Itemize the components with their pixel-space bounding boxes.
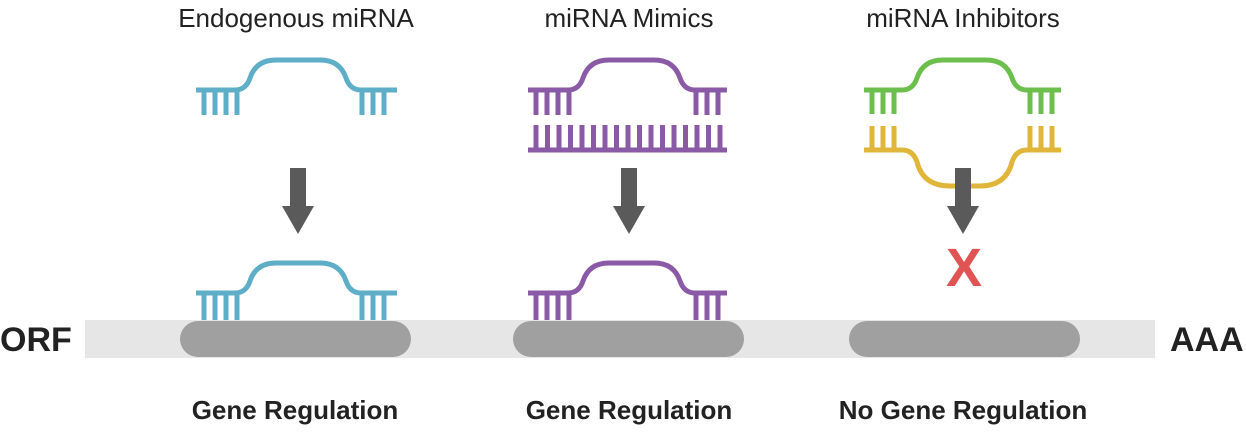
arrow-mimics bbox=[613, 168, 645, 234]
orf-label: ORF bbox=[0, 321, 72, 359]
arrow-endogenous bbox=[282, 168, 314, 234]
title-endogenous: Endogenous miRNA bbox=[178, 3, 414, 33]
mimic-mirna-bound bbox=[528, 260, 727, 320]
mimic-passenger-teeth bbox=[533, 125, 723, 150]
endogenous-mirna-bound bbox=[196, 260, 397, 320]
mimic-guide-strand bbox=[528, 57, 727, 115]
arrow-inhibitors bbox=[947, 168, 979, 234]
result-inhibitors: No Gene Regulation bbox=[838, 395, 1088, 425]
title-inhibitors: miRNA Inhibitors bbox=[866, 3, 1060, 33]
result-mimics: Gene Regulation bbox=[525, 395, 733, 425]
complex-inhibitors bbox=[849, 321, 1080, 357]
inhibitor-mirna-strand bbox=[864, 57, 1061, 114]
result-endogenous: Gene Regulation bbox=[191, 395, 399, 425]
block-x-mark: X bbox=[945, 238, 983, 298]
mimic-passenger-strand bbox=[528, 125, 727, 153]
complex-mimics bbox=[513, 321, 744, 357]
poly-a-label: AAA bbox=[1170, 321, 1244, 359]
complex-endogenous bbox=[180, 321, 411, 357]
title-mimics: miRNA Mimics bbox=[544, 3, 714, 33]
endogenous-mirna-strand bbox=[196, 57, 397, 115]
